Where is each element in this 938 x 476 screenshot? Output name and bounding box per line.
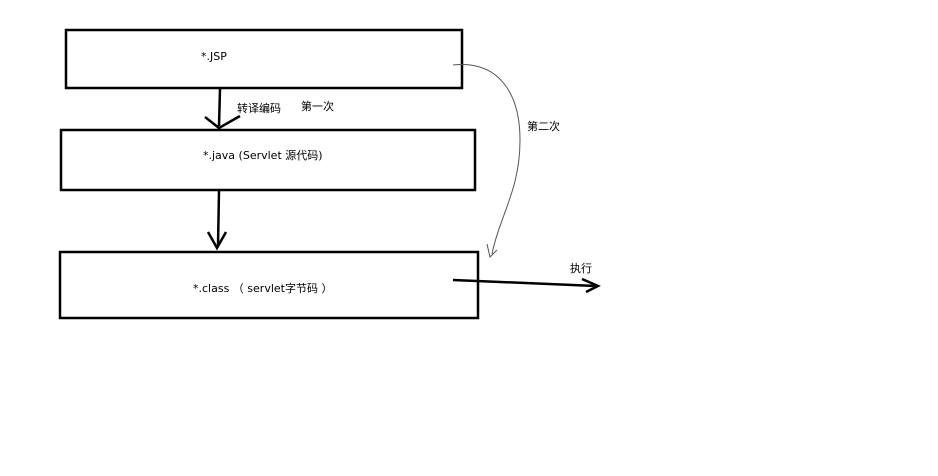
class-box-label: *.class （ servlet字节码 ） [193, 282, 333, 295]
java-box-label: *.java (Servlet 源代码) [203, 149, 323, 162]
jsp-box-label: *.JSP [201, 50, 227, 63]
translate-label: 转译编码 [237, 102, 281, 115]
arrow-java-to-class [206, 190, 228, 251]
arrow-execute [452, 277, 601, 294]
first-time-label: 第一次 [301, 100, 334, 113]
jsp-box [64, 28, 464, 90]
arrow-jsp-to-java [204, 88, 241, 130]
java-box [59, 128, 477, 192]
class-box [58, 250, 480, 320]
arrow-second-time [452, 64, 521, 258]
execute-label: 执行 [570, 262, 592, 275]
second-time-label: 第二次 [527, 120, 560, 133]
